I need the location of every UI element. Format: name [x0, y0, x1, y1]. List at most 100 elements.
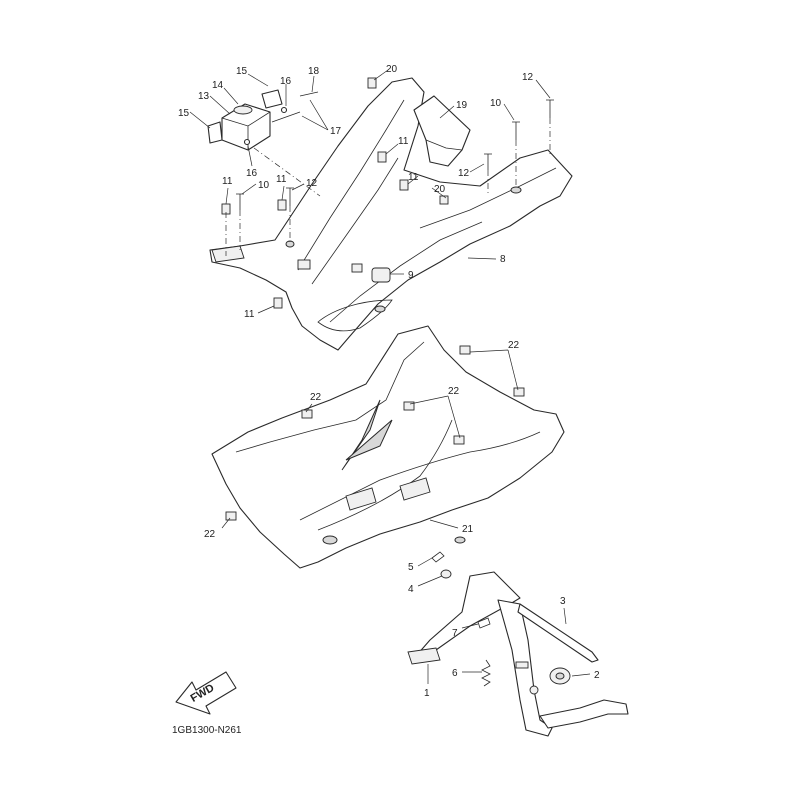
- leader-4: [417, 575, 443, 587]
- callout-16-bottom: 16: [246, 168, 258, 179]
- callout-12-left: 12: [306, 178, 318, 189]
- clips-11-20: [221, 77, 449, 309]
- clip-11-e: [273, 297, 283, 309]
- callout-2: 2: [594, 670, 600, 681]
- leader-15a: [247, 73, 269, 87]
- inner-panel-nut-b: [351, 263, 363, 273]
- leader-12b: [469, 163, 485, 173]
- inner-panel-tray: [317, 299, 393, 332]
- bushing-2-core: [555, 672, 565, 680]
- leader-13: [209, 95, 231, 115]
- leader-18: [311, 75, 315, 93]
- lower-cover-hole: [322, 535, 338, 545]
- shaft-3: [517, 603, 599, 663]
- lower-cover-floor: [299, 431, 541, 521]
- callout-10-right: 10: [490, 98, 502, 109]
- inner-panel-ridge-3: [419, 167, 557, 229]
- leader-22a: [469, 349, 519, 391]
- rod-17: [271, 111, 301, 123]
- callout-22-bottom: 22: [204, 529, 216, 540]
- callout-20-top: 20: [386, 64, 398, 75]
- callout-15-left: 15: [178, 108, 190, 119]
- leader-10a: [503, 103, 515, 121]
- callout-1: 1: [424, 688, 430, 699]
- inner-panel-hole-a: [374, 305, 386, 313]
- leader-lines: [189, 69, 591, 684]
- clip-11-d: [399, 179, 409, 191]
- inner-panel-tab-left: [211, 245, 245, 263]
- plate-19: [413, 95, 471, 167]
- lower-cover-hole-2: [454, 536, 466, 544]
- lower-cover-spike-b: [345, 419, 393, 461]
- screw-12-a: [286, 187, 294, 206]
- leader-17: [301, 99, 329, 131]
- stand-1-kick-lever: [539, 699, 629, 729]
- callout-13: 13: [198, 91, 210, 102]
- pin-5: [431, 551, 445, 563]
- callout-4: 4: [408, 584, 414, 595]
- leader-16b: [247, 145, 253, 167]
- washer-4: [440, 569, 452, 579]
- lower-cover-spike-a: [341, 399, 381, 471]
- callout-11-left: 11: [222, 176, 233, 187]
- lower-cover-block-b: [399, 477, 431, 501]
- clip-16-bottom: [243, 138, 251, 146]
- lower-cover-block-a: [345, 487, 377, 511]
- screw-10-a: [236, 193, 244, 210]
- lower-cover-body: [211, 325, 565, 569]
- stand-1-foot-left: [407, 647, 441, 665]
- leader-21: [429, 519, 459, 529]
- callout-11-center: 11: [398, 136, 409, 147]
- leader-11d: [281, 185, 285, 201]
- leader-11c: [407, 175, 419, 185]
- callout-8: 8: [500, 254, 506, 265]
- leader-11e: [257, 305, 275, 314]
- leader-11b: [385, 143, 399, 155]
- callout-14: 14: [212, 80, 224, 91]
- lower-cover-clip-a: [459, 345, 471, 355]
- leader-20a: [373, 69, 389, 81]
- clip-11-c: [377, 151, 387, 163]
- callout-11-mid: 11: [408, 172, 419, 183]
- clip-11-b: [277, 199, 287, 211]
- stand-stop: [515, 661, 529, 669]
- spring-6: [481, 659, 491, 687]
- leader-11a: [225, 187, 229, 205]
- callout-10-left: 10: [258, 180, 270, 191]
- alignment-lines: [225, 118, 551, 256]
- callout-3: 3: [560, 596, 566, 607]
- callout-17: 17: [330, 126, 342, 137]
- inner-panel-hole-b: [510, 186, 522, 194]
- inner-panel-nut-a: [297, 259, 311, 270]
- lower-cover-clip-e: [301, 409, 313, 419]
- inner-panel-ridge-1: [297, 99, 405, 271]
- lower-cover-clip-c: [403, 401, 415, 411]
- callout-18: 18: [308, 66, 320, 77]
- dash-4: [253, 147, 321, 197]
- callout-12-right: 12: [522, 72, 534, 83]
- screw-12-b: [546, 99, 554, 118]
- leader-22d: [221, 517, 231, 529]
- callout-20-mid: 20: [434, 184, 446, 195]
- leader-8: [467, 257, 497, 260]
- callout-12-center: 12: [458, 168, 470, 179]
- box-cap: [233, 105, 253, 115]
- leader-19: [439, 105, 455, 119]
- leader-14: [223, 87, 239, 105]
- pin-7: [477, 617, 491, 629]
- rod-18: [299, 91, 319, 97]
- lower-cover-inner-edge: [235, 341, 425, 453]
- bracket-left: [207, 121, 223, 144]
- leader-22c: [305, 403, 313, 413]
- leader-15b: [189, 111, 211, 129]
- leader-22b: [409, 395, 461, 439]
- inner-panel-ridge-4: [329, 221, 483, 323]
- lower-cover-clip-b: [513, 387, 525, 397]
- diagram-code: 1GB1300-N261: [172, 725, 242, 736]
- lower-cover-21: [211, 325, 565, 569]
- callout-19: 19: [456, 100, 468, 111]
- lower-cover-clip-d: [453, 435, 465, 445]
- inner-panel-ridge-2: [311, 157, 399, 285]
- callout-labels: 15 14 13 15 16 16 18 17 20 19 12 10 11 1…: [178, 64, 600, 699]
